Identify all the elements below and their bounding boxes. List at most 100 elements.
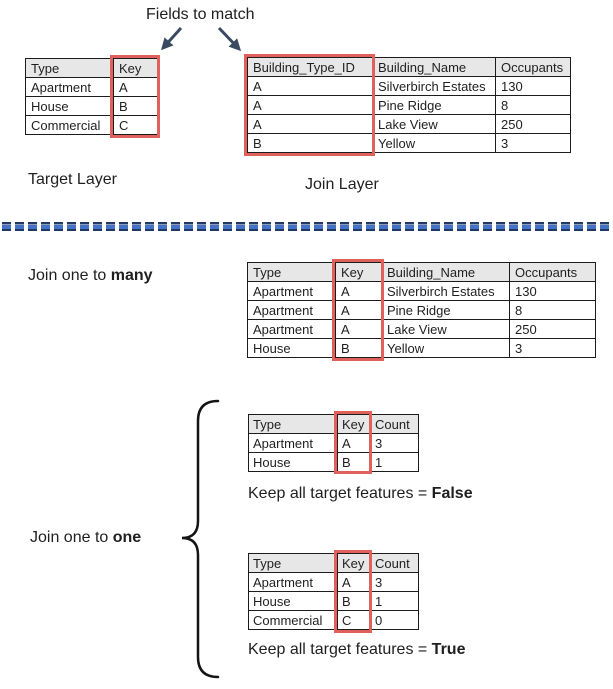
label-text: Join one to (30, 529, 113, 546)
cell: 1 (370, 452, 419, 472)
cell: A (337, 433, 371, 453)
column-header: Key (113, 58, 159, 78)
cell: B (113, 96, 159, 116)
cell: Lake View (372, 114, 496, 134)
cell: Apartment (248, 572, 338, 592)
cell: Apartment (247, 319, 336, 339)
cell: Yellow (372, 133, 496, 153)
table-row: Apartment A Silverbirch Estates 130 (247, 281, 596, 301)
table-header-row: Type Key Count (248, 553, 419, 573)
column-header: Count (370, 414, 419, 434)
column-header: Type (248, 553, 338, 573)
cell: Silverbirch Estates (372, 76, 496, 96)
cell: Pine Ridge (372, 95, 496, 115)
target-layer-table: Type Key Apartment A House B Commercial … (25, 58, 159, 135)
column-header: Occupants (509, 262, 596, 282)
cell: C (337, 610, 371, 630)
label-bold-text: one (112, 529, 142, 546)
table-row: B Yellow 3 (247, 133, 571, 153)
cell: 130 (509, 281, 596, 301)
cell: Lake View (381, 319, 510, 339)
fields-to-match-arrows (160, 26, 242, 52)
table-row: House B Yellow 3 (247, 338, 596, 358)
cell: Yellow (381, 338, 510, 358)
cell: Silverbirch Estates (381, 281, 510, 301)
cell: 8 (495, 95, 571, 115)
column-header: Building_Type_ID (247, 57, 373, 77)
left-curly-brace-icon (181, 399, 220, 679)
cell: A (335, 319, 382, 339)
cell: House (248, 591, 338, 611)
column-header: Key (337, 553, 371, 573)
one-to-many-result-table: Type Key Building_Name Occupants Apartme… (247, 262, 596, 358)
table-row: Apartment A Pine Ridge 8 (247, 300, 596, 320)
table-row: Apartment A (25, 77, 159, 97)
cell: 3 (370, 433, 419, 453)
keep-true-caption: Keep all target features = True (248, 641, 465, 659)
join-layer-label: Join Layer (305, 176, 379, 193)
cell: House (248, 452, 338, 472)
cell: B (337, 452, 371, 472)
table-row: Apartment A Lake View 250 (247, 319, 596, 339)
column-header: Type (25, 58, 114, 78)
column-header: Type (247, 262, 336, 282)
column-header: Type (248, 414, 338, 434)
fields-to-match-label: Fields to match (146, 6, 255, 23)
cell: House (247, 338, 336, 358)
column-header: Key (337, 414, 371, 434)
cell: Apartment (25, 77, 114, 97)
cell: A (335, 281, 382, 301)
keep-false-caption: Keep all target features = False (248, 485, 473, 503)
cell: 1 (370, 591, 419, 611)
cell: 250 (509, 319, 596, 339)
table-header-row: Type Key Building_Name Occupants (247, 262, 596, 282)
cell: Pine Ridge (381, 300, 510, 320)
column-header: Key (335, 262, 382, 282)
one-to-one-true-table: Type Key Count Apartment A 3 House B 1 C… (248, 553, 419, 630)
caption-text: Keep all target features = (248, 485, 432, 502)
join-layer-table: Building_Type_ID Building_Name Occupants… (247, 57, 571, 153)
table-row: House B (25, 96, 159, 116)
cell: B (337, 591, 371, 611)
cell: A (113, 77, 159, 97)
table-row: House B 1 (248, 452, 419, 472)
table-row: Commercial C (25, 115, 159, 135)
table-row: Commercial C 0 (248, 610, 419, 630)
table-header-row: Type Key (25, 58, 159, 78)
cell: 0 (370, 610, 419, 630)
cell: A (247, 95, 373, 115)
cell: Apartment (247, 300, 336, 320)
arrow-down-right-icon (217, 26, 242, 52)
table-row: House B 1 (248, 591, 419, 611)
table-header-row: Type Key Count (248, 414, 419, 434)
table-row: A Pine Ridge 8 (247, 95, 571, 115)
cell: A (335, 300, 382, 320)
cell: Commercial (248, 610, 338, 630)
target-layer-label: Target Layer (28, 171, 117, 188)
label-bold-text: many (110, 267, 153, 284)
arrow-down-left-icon (160, 26, 183, 51)
label-text: Join one to (28, 267, 111, 284)
cell: 3 (495, 133, 571, 153)
cell: 250 (495, 114, 571, 134)
column-header: Building_Name (372, 57, 496, 77)
column-header: Building_Name (381, 262, 510, 282)
cell: 8 (509, 300, 596, 320)
cell: A (337, 572, 371, 592)
cell: A (247, 114, 373, 134)
cell: C (113, 115, 159, 135)
table-header-row: Building_Type_ID Building_Name Occupants (247, 57, 571, 77)
cell: 130 (495, 76, 571, 96)
join-one-to-many-label: Join one to many (28, 267, 153, 285)
cell: 3 (370, 572, 419, 592)
caption-text: Keep all target features = (248, 641, 432, 658)
cell: Commercial (25, 115, 114, 135)
join-one-to-one-label: Join one to one (30, 529, 141, 547)
caption-bold-text: True (431, 641, 466, 658)
table-row: Apartment A 3 (248, 572, 419, 592)
cell: B (247, 133, 373, 153)
table-row: A Lake View 250 (247, 114, 571, 134)
cell: 3 (509, 338, 596, 358)
cell: B (335, 338, 382, 358)
